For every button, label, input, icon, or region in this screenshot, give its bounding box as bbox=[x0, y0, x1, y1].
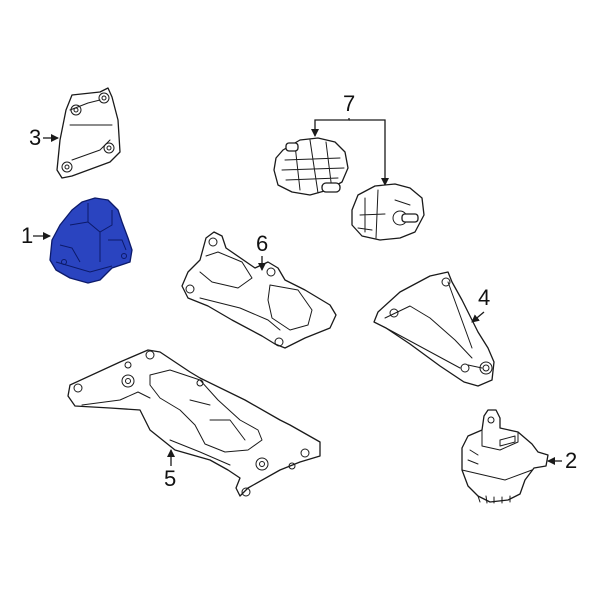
part-3-bracket-plate[interactable] bbox=[56, 87, 121, 179]
callout-1: 1 bbox=[21, 223, 51, 248]
callout-number-7: 7 bbox=[343, 91, 355, 116]
part-6-mount-bracket[interactable] bbox=[181, 231, 337, 349]
part-4-support-bracket[interactable] bbox=[373, 271, 495, 387]
part-7b-transmission-mount[interactable] bbox=[351, 183, 425, 241]
callout-5: 5 bbox=[164, 449, 176, 491]
part-7a-transmission-mount[interactable] bbox=[273, 137, 349, 196]
callout-number-6: 6 bbox=[256, 231, 268, 256]
part-1-engine-mount-highlighted[interactable] bbox=[49, 197, 133, 284]
callout-7: 7 bbox=[311, 91, 389, 186]
part-2-engine-mount[interactable] bbox=[461, 409, 549, 504]
callout-number-1: 1 bbox=[21, 223, 33, 248]
part-5-crossmember[interactable] bbox=[67, 349, 321, 497]
callout-6: 6 bbox=[256, 231, 268, 271]
callout-3: 3 bbox=[29, 125, 59, 150]
callout-number-4: 4 bbox=[478, 285, 490, 310]
callout-4: 4 bbox=[471, 285, 490, 323]
callout-number-3: 3 bbox=[29, 125, 41, 150]
callout-number-5: 5 bbox=[164, 466, 176, 491]
callout-2: 2 bbox=[547, 448, 577, 473]
callout-number-2: 2 bbox=[565, 448, 577, 473]
